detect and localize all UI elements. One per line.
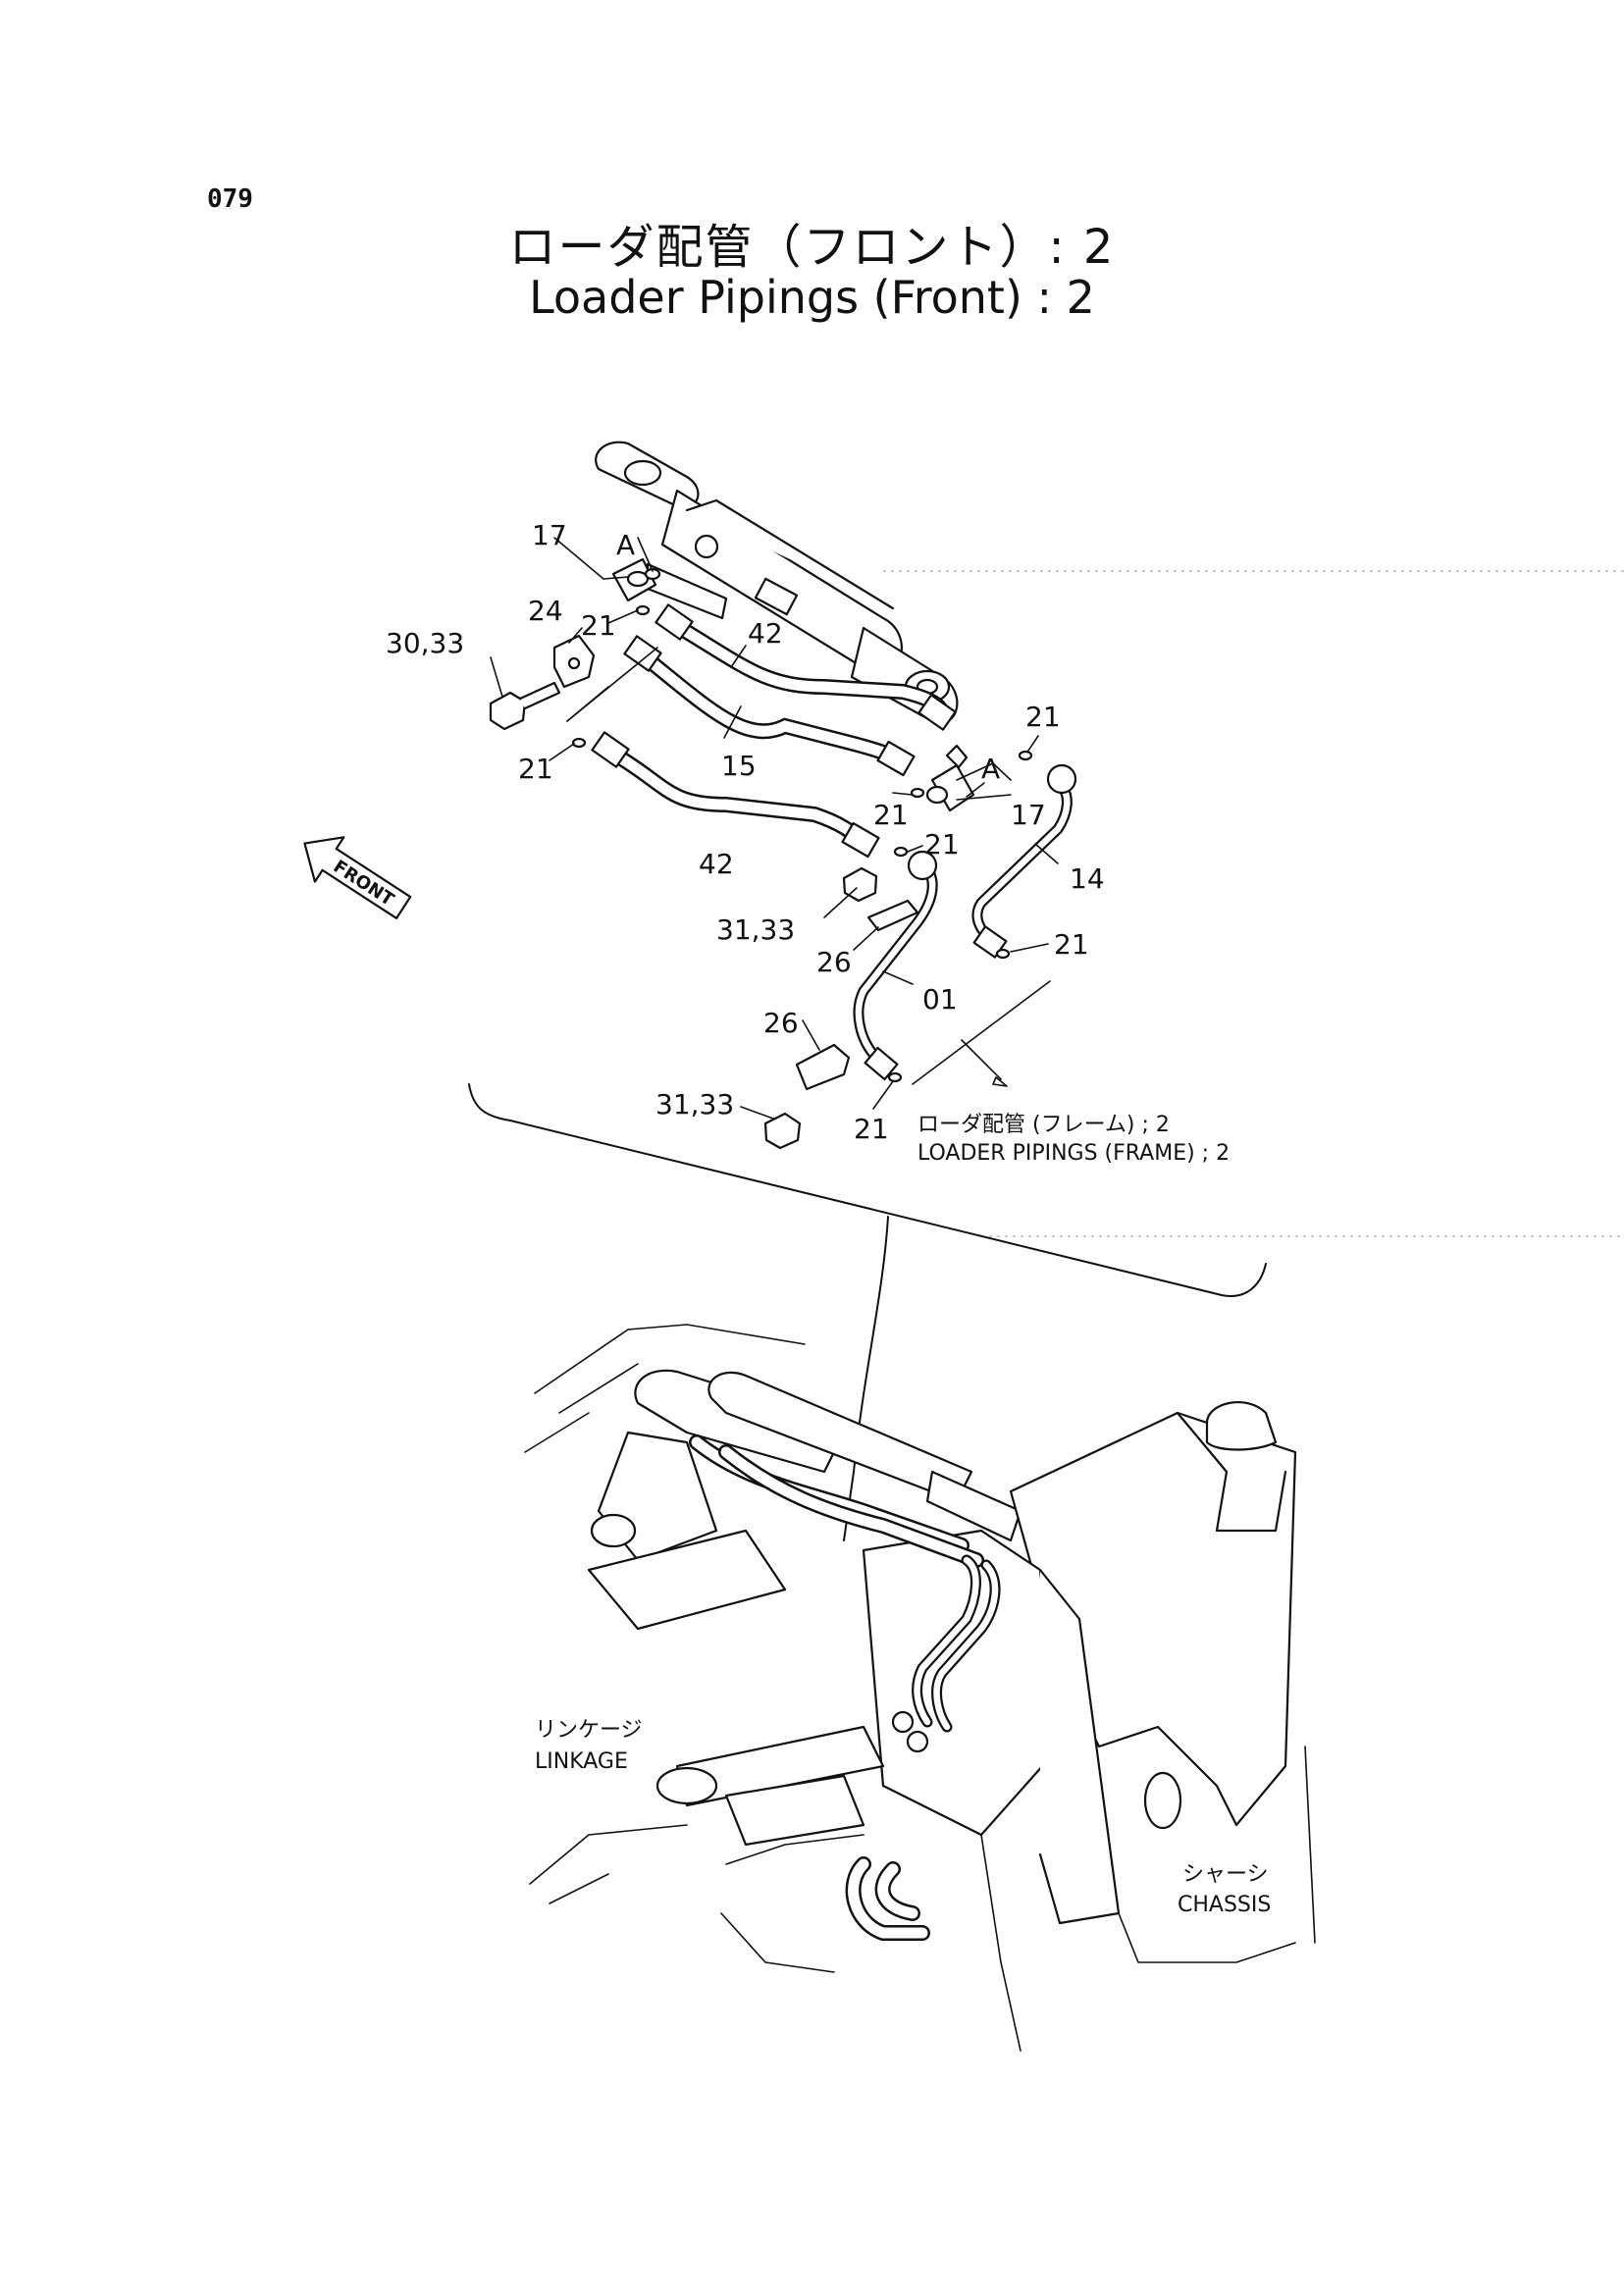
frame-ref-english: LOADER PIPINGS (FRAME) ; 2 [917,1141,1230,1166]
bolt-31-33-lower [763,1112,802,1150]
loader-machine-assembly [524,1324,1316,2052]
callout-42-bottom: 42 [699,848,734,880]
callout-21-left: 21 [518,753,553,785]
o-rings-21 [571,567,1033,1083]
assembly-labels: リンケージ LINKAGE シャーシ CHASSIS [535,1718,1271,1917]
bolt-30-33 [489,681,561,731]
connector-17-right [925,744,975,812]
callout-21-mid: 21 [873,799,909,831]
chassis-label-english: CHASSIS [1178,1893,1271,1917]
clamp-26-upper [866,899,919,932]
frame-ref-japanese: ローダ配管 (フレーム) ; 2 [917,1113,1170,1137]
callout-labels: 17 A 24 21 42 30,33 21 15 A 21 21 17 42 … [386,519,1105,1145]
leader-lines [490,537,1059,1120]
callout-26-upper: 26 [816,946,852,978]
callout-21-a: 21 [581,609,616,642]
scan-guide-lines [883,570,1624,1237]
callout-31-33-lower: 31,33 [655,1088,734,1121]
callout-31-33-upper: 31,33 [716,913,795,946]
callout-17-right: 17 [1011,799,1046,831]
chassis-label-japanese: シャーシ [1182,1862,1269,1887]
callout-24: 24 [528,595,563,627]
linkage-label-japanese: リンケージ [535,1718,643,1743]
callout-21-right: 21 [1025,701,1061,733]
clamp-26-lower [795,1043,851,1091]
hydraulic-cylinder [595,441,959,724]
callout-21-lower: 21 [924,828,960,860]
pipe-14 [971,763,1077,959]
linkage-label-english: LINKAGE [535,1749,628,1774]
hose-42-top [655,603,957,731]
callout-21-lower-right: 21 [1054,928,1089,961]
callout-14: 14 [1070,862,1105,895]
callout-21-bottom: 21 [854,1113,889,1145]
frame-pipings-reference: ローダ配管 (フレーム) ; 2 LOADER PIPINGS (FRAME) … [917,1113,1230,1166]
callout-17-top: 17 [532,519,567,551]
page-title-english: Loader Pipings (Front) : 2 [529,271,1095,324]
hose-15 [623,635,916,777]
callout-42-top: 42 [748,617,783,650]
callout-a-right: A [981,753,1000,785]
front-direction-arrow: FRONT [303,836,412,919]
hose-42-bottom [591,731,880,859]
callout-30-33: 30,33 [386,627,464,659]
callout-a-top: A [616,529,635,561]
block-24 [552,634,596,689]
callout-26-lower: 26 [763,1007,799,1039]
page-title-japanese: ローダ配管（フロント）: 2 [508,220,1116,275]
callout-01: 01 [922,983,958,1016]
callout-15: 15 [721,750,757,782]
pipe-01 [853,850,938,1081]
elbow-fitting-17 [611,557,657,602]
page-number: 079 [207,184,253,214]
